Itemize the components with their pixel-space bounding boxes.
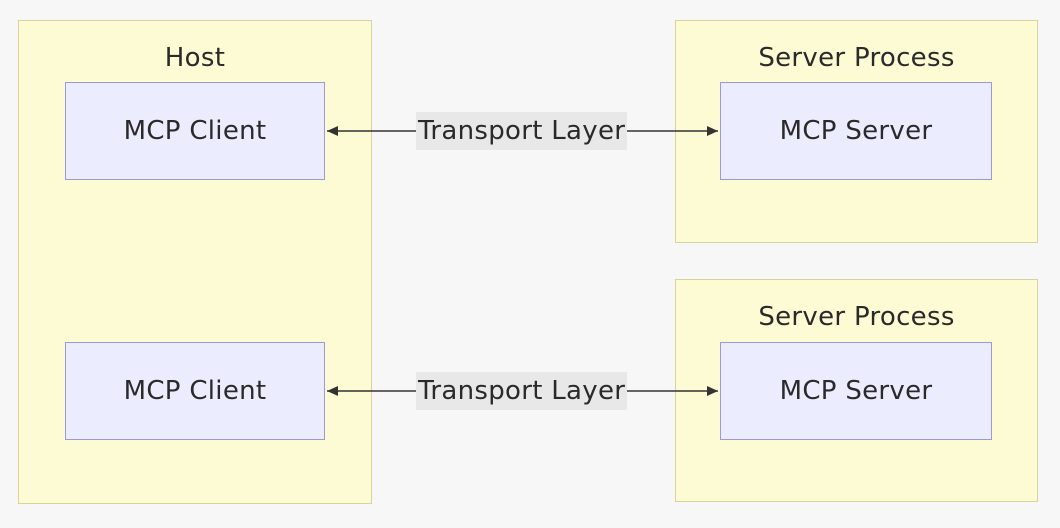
- mcp-client-node: MCP Client: [65, 342, 325, 440]
- mcp-server-node: MCP Server: [720, 82, 992, 180]
- transport-layer-label: Transport Layer: [416, 372, 628, 410]
- mcp-server-node: MCP Server: [720, 342, 992, 440]
- transport-layer-label: Transport Layer: [416, 112, 628, 150]
- host-title: Host: [164, 43, 226, 73]
- server-process-title: Server Process: [758, 302, 955, 332]
- mcp-client-node: MCP Client: [65, 82, 325, 180]
- server-process-title: Server Process: [758, 43, 955, 73]
